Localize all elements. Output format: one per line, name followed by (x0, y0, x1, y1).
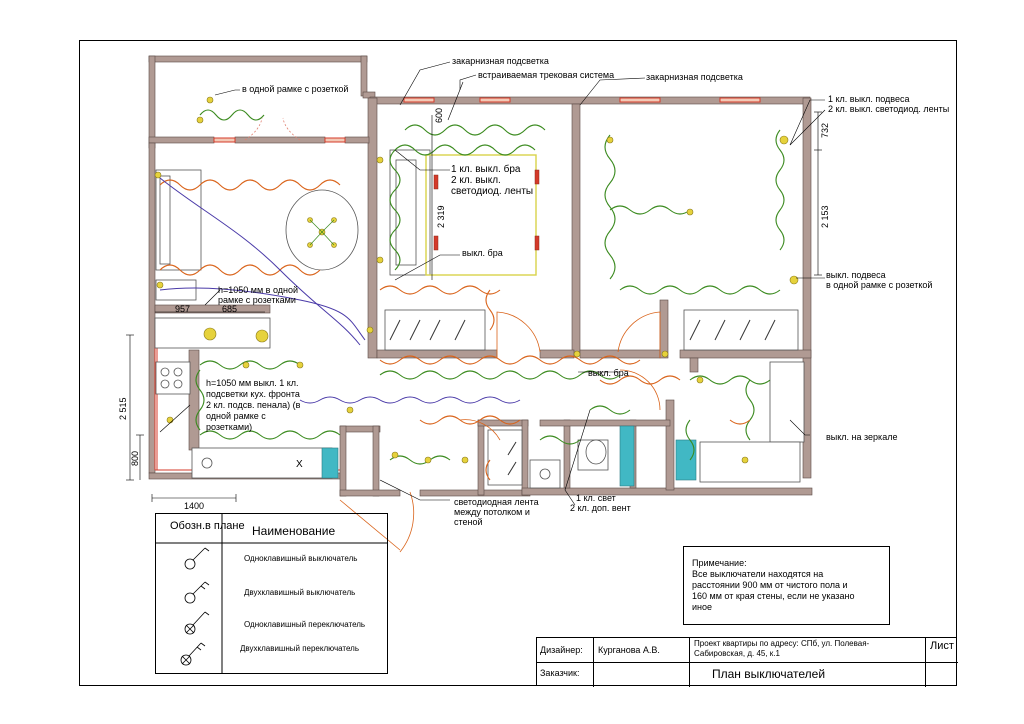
label-bath-1: 1 кл. свет (576, 493, 616, 503)
dim-685: 685 (222, 304, 238, 314)
legend-row-2: Двухклавишный выключатель (244, 588, 356, 597)
client-label: Заказчик: (540, 668, 580, 678)
label-balcony-frame: в одной рамке с розеткой (242, 84, 349, 94)
label-kitchen-4: одной рамке с (206, 411, 266, 421)
dim-1400: 1400 (184, 501, 205, 511)
dim-957: 957 (175, 304, 191, 314)
project-line-2: Сабировская, д. 45, к.1 (694, 649, 780, 658)
legend-symbols (180, 547, 210, 666)
label-led-3: стеной (454, 517, 483, 527)
label-living-switch-3: светодиод. ленты (451, 186, 534, 197)
legend-row-1: Одноклавишный выключатель (244, 554, 358, 563)
dim-2515: 2 515 (118, 397, 128, 420)
note-box: Примечание: Все выключатели находятся на… (683, 546, 890, 625)
designer-name: Курганова А.В. (598, 645, 660, 655)
legend-grid (155, 513, 388, 674)
legend-row-3: Одноклавишный переключатель (244, 620, 366, 629)
dim-732: 732 (820, 122, 830, 138)
label-hall-bra: выкл. бра (588, 368, 629, 378)
legend-table: Обозн.в плане Наименование Одноклавишный… (155, 513, 388, 674)
label-bed-switch-1: 1 кл. выкл. подвеса (828, 94, 910, 104)
wiring-green (195, 109, 785, 465)
dim-2319: 2 319 (436, 205, 446, 228)
label-h1050-a: h=1050 мм в одной (218, 285, 299, 295)
note-line-2: расстоянии 900 мм от чистого пола и (692, 580, 848, 590)
label-h1050-b: рамке с розетками (218, 295, 296, 305)
legend-row-4: Двухклавишный переключатель (240, 644, 359, 653)
label-track-system: встраиваемая трековая система (478, 70, 615, 80)
dim-800: 800 (130, 450, 140, 466)
label-living-switch-1: 1 кл. выкл. бра (451, 164, 521, 175)
label-mirror: выкл. на зеркале (826, 432, 898, 442)
sheet-label: Лист (930, 640, 954, 652)
dim-2153: 2 153 (820, 205, 830, 228)
label-sconce-switch: выкл. бра (462, 248, 503, 258)
label-cornice-right: закарнизная подсветка (646, 72, 743, 82)
designer-label: Дизайнер: (540, 645, 583, 655)
dim-600: 600 (434, 107, 444, 123)
label-kitchen-2: подсветки кух. фронта (206, 389, 300, 399)
note-line-3: 160 мм от края стены, если не указано (692, 591, 855, 601)
legend-header-symbol: Обозн.в плане (170, 520, 245, 532)
label-kitchen-3: 2 кл. подсв. пенала) (в (206, 400, 301, 410)
label-led-2: между потолком и (454, 507, 530, 517)
dimension-lines (126, 111, 822, 502)
svg-text:X: X (296, 459, 303, 470)
note-line-1: Все выключатели находятся на (692, 569, 824, 579)
track-system (425, 154, 537, 276)
project-line-1: Проект квартиры по адресу: СПб, ул. Поле… (694, 639, 870, 648)
label-living-switch-2: 2 кл. выкл. (451, 175, 501, 186)
wiring-purple (159, 177, 521, 404)
label-pendant-1: выкл. подвеса (826, 270, 886, 280)
label-cornice-top: закарнизная подсветка (452, 56, 549, 66)
label-kitchen-5: розетками) (206, 422, 253, 432)
note-line-4: иное (692, 602, 713, 612)
label-led-1: светодиодная лента (454, 497, 539, 507)
label-kitchen-1: h=1050 мм выкл. 1 кл. (206, 378, 299, 388)
wiring-orange (159, 179, 751, 481)
label-bed-switch-2: 2 кл. выкл. светодиод. ленты (828, 104, 950, 114)
label-bath-2: 2 кл. доп. вент (570, 503, 631, 513)
drawing-frame (79, 40, 957, 686)
legend-header-name: Наименование (252, 524, 336, 538)
title-block: Дизайнер: Курганова А.В. Проект квартиры… (536, 637, 958, 687)
leaders (159, 61, 826, 506)
drawing-title: План выключателей (712, 667, 826, 681)
note-title: Примечание: (692, 558, 747, 568)
label-pendant-2: в одной рамке с розеткой (826, 280, 933, 290)
